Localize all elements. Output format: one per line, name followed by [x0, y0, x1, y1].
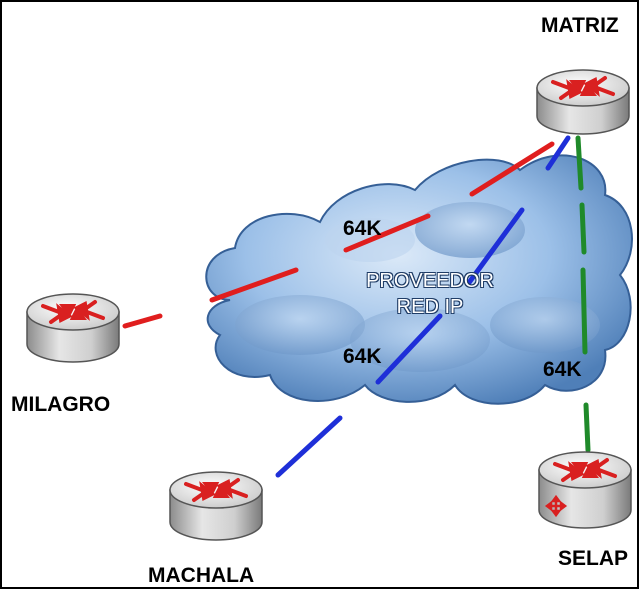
cloud-label-line2: RED IP — [396, 296, 464, 318]
node-label-selap: SELAP — [558, 547, 629, 570]
blue-link — [275, 135, 571, 478]
cloud-label-line1: PROVEEDOR — [366, 270, 494, 292]
node-label-matriz: MATRIZ — [541, 14, 619, 37]
node-label-milagro: MILAGRO — [11, 393, 111, 416]
router-machala-icon — [169, 471, 263, 541]
link-label-red: 64K — [343, 217, 382, 240]
router-selap-icon — [538, 451, 632, 529]
link-label-green: 64K — [543, 358, 582, 381]
node-label-machala: MACHALA — [148, 564, 255, 587]
green-link — [575, 135, 591, 453]
link-label-blue: 64K — [343, 345, 382, 368]
switch-arrows-icon — [544, 494, 568, 518]
router-matriz-icon — [536, 69, 630, 135]
router-milagro-icon — [26, 293, 120, 363]
red-link — [122, 141, 555, 329]
